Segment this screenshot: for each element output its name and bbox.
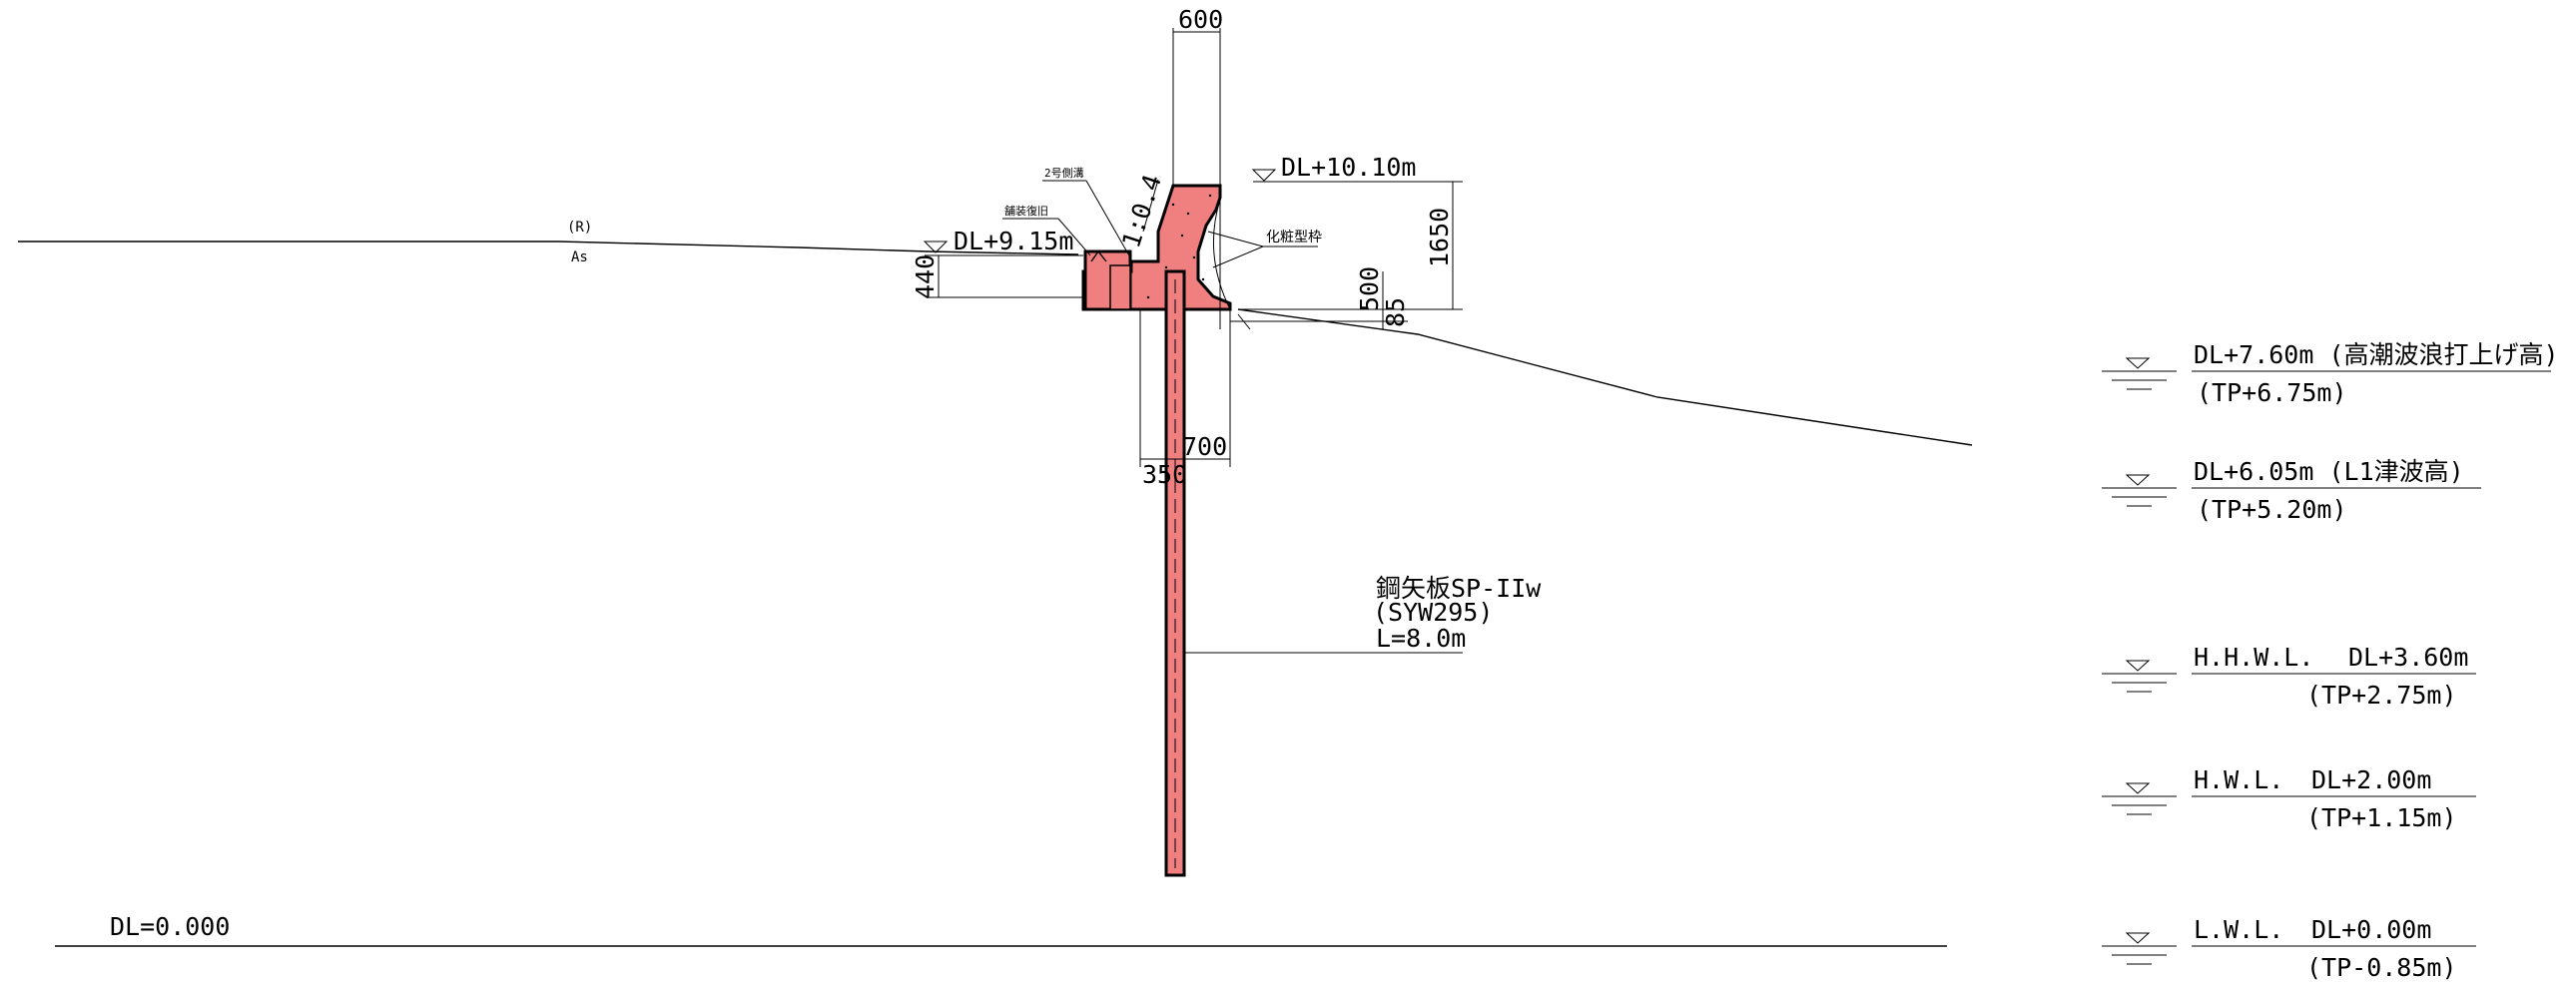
water-level-tp: (TP+5.20m) bbox=[2197, 495, 2347, 524]
side-ditch-notch bbox=[1090, 249, 1107, 262]
water-level-name: H.W.L. bbox=[2194, 765, 2283, 794]
layer-r-label: (R) bbox=[567, 220, 592, 236]
pavement-leader bbox=[1057, 218, 1091, 256]
water-level-tp: (TP+1.15m) bbox=[2306, 803, 2457, 832]
water-level-tp: (TP+2.75m) bbox=[2306, 681, 2457, 710]
sheet-pile-name: 鋼矢板SP-IIw bbox=[1376, 574, 1542, 603]
formwork-leader-1 bbox=[1207, 231, 1264, 247]
sheet-pile bbox=[1164, 269, 1186, 877]
water-level-marker bbox=[2125, 357, 2151, 369]
water-level-marker bbox=[2125, 474, 2151, 486]
water-level-name: H.H.W.L. bbox=[2194, 643, 2313, 672]
water-level-tp: (TP+6.75m) bbox=[2197, 378, 2347, 407]
water-level-marker bbox=[2125, 660, 2151, 672]
ground-line-land bbox=[18, 241, 1079, 255]
ground-level-marker bbox=[923, 241, 949, 253]
formwork-leader-2 bbox=[1212, 246, 1264, 268]
water-level-tp: (TP-0.85m) bbox=[2306, 953, 2457, 982]
datum-label: DL=0.000 bbox=[110, 912, 230, 941]
water-level-5: L.W.L. DL+0.00m (TP-0.85m) bbox=[2102, 915, 2476, 982]
water-level-dl: DL+7.60m (高潮波浪打上げ高) bbox=[2194, 340, 2559, 369]
side-ditch-leader bbox=[1085, 180, 1131, 258]
ground-line-sea-slope bbox=[1237, 308, 1973, 446]
pavement-note: 舗装復旧 bbox=[1004, 204, 1048, 218]
dim-500-label: 500 bbox=[1355, 266, 1384, 311]
dim-440-label: 440 bbox=[911, 254, 940, 299]
crown-level-marker bbox=[1251, 169, 1277, 182]
dim-600-label: 600 bbox=[1178, 5, 1223, 34]
water-level-3: H.H.W.L. DL+3.60m (TP+2.75m) bbox=[2102, 643, 2476, 710]
sheet-pile-grade: (SYW295) bbox=[1373, 598, 1493, 627]
water-level-marker bbox=[2125, 932, 2151, 944]
side-ditch-inner bbox=[1109, 264, 1131, 310]
water-level-marker bbox=[2125, 782, 2151, 794]
water-level-dl: DL+3.60m bbox=[2348, 643, 2468, 672]
side-ditch-note: 2号側溝 bbox=[1044, 167, 1084, 180]
dim-1650-label: 1650 bbox=[1425, 208, 1454, 267]
formwork-curve bbox=[1212, 199, 1231, 310]
water-level-name: L.W.L. bbox=[2194, 915, 2283, 944]
water-level-dl: DL+2.00m bbox=[2311, 765, 2431, 794]
dim-700-label: 700 bbox=[1182, 432, 1227, 461]
ground-level-text: DL+9.15m bbox=[954, 227, 1073, 255]
dim-350-label: 350 bbox=[1142, 460, 1187, 489]
crown-level-text: DL+10.10m bbox=[1281, 153, 1416, 182]
dim-85-label: 85 bbox=[1381, 297, 1410, 327]
water-level-4: H.W.L. DL+2.00m (TP+1.15m) bbox=[2102, 765, 2476, 832]
sheet-pile-length: L=8.0m bbox=[1376, 624, 1466, 653]
water-level-dl: DL+0.00m bbox=[2311, 915, 2431, 944]
water-level-1: DL+7.60m (高潮波浪打上げ高) (TP+6.75m) bbox=[2102, 340, 2559, 407]
slope-guide bbox=[1142, 179, 1159, 233]
dim-85-tick bbox=[1237, 313, 1251, 330]
water-level-2: DL+6.05m (L1津波高) (TP+5.20m) bbox=[2102, 457, 2481, 524]
layer-as-label: As bbox=[571, 249, 588, 265]
water-level-dl: DL+6.05m (L1津波高) bbox=[2194, 457, 2464, 486]
formwork-note: 化粧型枠 bbox=[1266, 230, 1322, 246]
